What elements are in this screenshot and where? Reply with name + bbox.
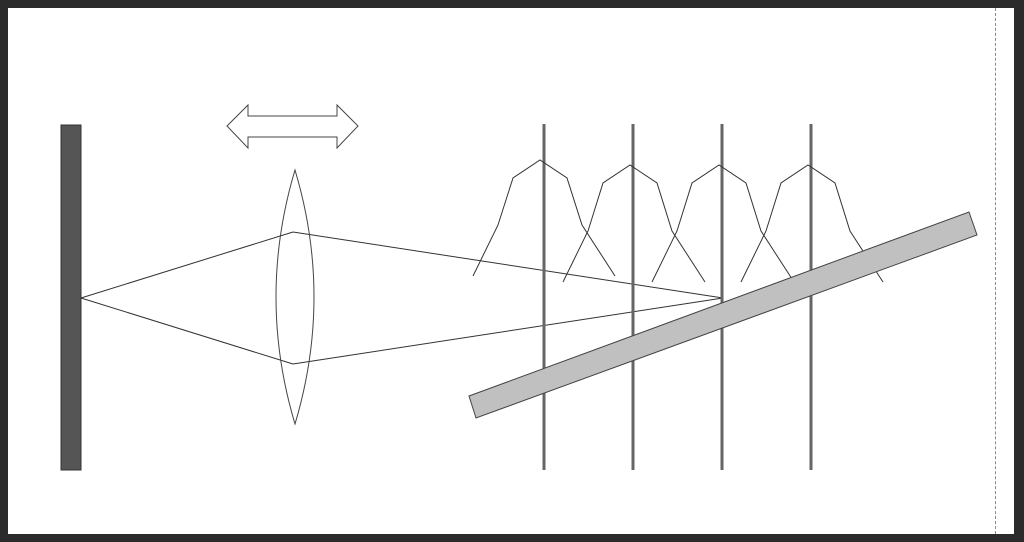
- ray-lower-left: [80, 297, 294, 365]
- detector-bar: [60, 124, 82, 471]
- intensity-profile-1: [472, 159, 616, 277]
- biconvex-lens: [275, 168, 315, 426]
- ray-upper-right: [292, 231, 724, 299]
- tilted-sample-slab: [468, 211, 978, 419]
- ray-lower-right: [292, 297, 724, 365]
- intensity-profile-3: [651, 164, 795, 283]
- ray-group: [80, 231, 724, 365]
- intensity-profile-2: [562, 164, 706, 283]
- focal-planes: [542, 124, 813, 470]
- intensity-profile-4: [740, 164, 884, 283]
- ray-upper-left: [80, 231, 294, 299]
- intensity-profiles: [472, 159, 884, 283]
- page-edge-guide: [995, 8, 996, 534]
- double-arrow-icon: [226, 103, 359, 150]
